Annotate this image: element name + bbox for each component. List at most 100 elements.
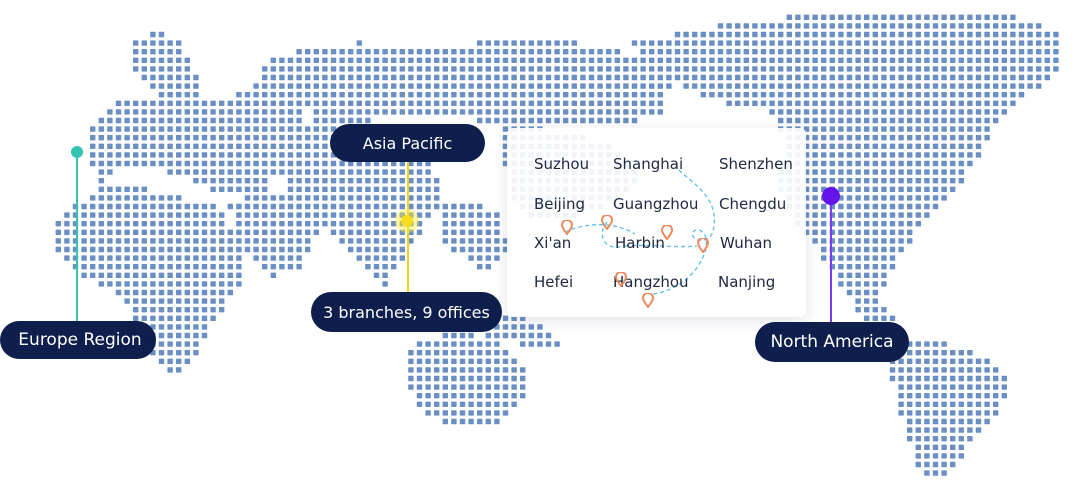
map-dot bbox=[305, 221, 311, 227]
map-dot bbox=[158, 272, 165, 278]
asia-pacific-label[interactable]: Asia Pacific bbox=[330, 124, 485, 162]
map-dot bbox=[322, 57, 328, 63]
map-dot bbox=[941, 384, 947, 390]
map-dot bbox=[709, 92, 715, 98]
map-dot bbox=[81, 255, 87, 261]
north-america-label[interactable]: North America bbox=[755, 322, 909, 362]
map-dot bbox=[829, 160, 835, 167]
map-dot bbox=[1027, 74, 1033, 81]
map-dot bbox=[141, 238, 147, 244]
map-dot bbox=[984, 74, 990, 81]
map-dot bbox=[967, 57, 973, 63]
map-dot bbox=[726, 57, 732, 63]
map-dot bbox=[743, 74, 749, 81]
map-dot bbox=[253, 109, 259, 115]
map-dot bbox=[279, 92, 285, 98]
map-dot bbox=[975, 14, 982, 20]
map-dot bbox=[477, 384, 483, 390]
map-dot bbox=[356, 212, 362, 218]
map-dot bbox=[571, 66, 577, 72]
map-dot bbox=[451, 100, 457, 106]
map-dot bbox=[141, 229, 147, 235]
map-dot bbox=[253, 100, 259, 106]
map-dot bbox=[898, 74, 904, 81]
map-dot bbox=[348, 100, 354, 106]
map-dot bbox=[614, 100, 620, 106]
map-dot bbox=[150, 229, 156, 235]
map-dot bbox=[176, 289, 182, 296]
map-dot bbox=[399, 109, 405, 115]
map-dot bbox=[872, 238, 878, 244]
map-dot bbox=[494, 358, 500, 364]
map-dot bbox=[262, 126, 268, 132]
map-dot bbox=[313, 49, 319, 55]
map-dot bbox=[348, 178, 354, 184]
map-dot bbox=[692, 83, 698, 89]
map-dot bbox=[158, 264, 165, 270]
map-dot bbox=[485, 117, 491, 124]
map-dot bbox=[984, 375, 990, 382]
map-dot bbox=[270, 100, 276, 106]
map-dot bbox=[201, 298, 208, 304]
map-dot bbox=[210, 203, 216, 210]
map-dot bbox=[864, 281, 870, 287]
map-dot bbox=[571, 117, 577, 124]
map-dot bbox=[778, 40, 784, 46]
map-dot bbox=[623, 57, 629, 63]
map-dot bbox=[941, 393, 947, 399]
map-dot bbox=[520, 74, 526, 81]
map-dot bbox=[287, 195, 294, 201]
city-shanghai: Shanghai bbox=[613, 155, 684, 173]
map-dot bbox=[399, 246, 405, 253]
map-dot bbox=[425, 367, 431, 373]
map-dot bbox=[1018, 23, 1025, 29]
europe-region-label[interactable]: Europe Region bbox=[0, 321, 156, 359]
map-dot bbox=[881, 143, 887, 149]
map-dot bbox=[244, 186, 251, 192]
map-dot bbox=[176, 229, 182, 235]
map-dot bbox=[726, 100, 732, 106]
map-dot bbox=[210, 272, 216, 278]
map-dot bbox=[975, 40, 982, 46]
map-dot bbox=[115, 109, 122, 115]
map-dot bbox=[107, 109, 113, 115]
city-nanjing: Nanjing bbox=[718, 273, 776, 291]
map-dot bbox=[330, 203, 337, 210]
map-dot bbox=[795, 66, 801, 72]
map-dot bbox=[1001, 384, 1007, 390]
map-dot bbox=[889, 31, 896, 38]
map-dot bbox=[468, 367, 474, 373]
map-dot bbox=[468, 410, 474, 416]
map-dot bbox=[442, 418, 448, 425]
map-dot bbox=[950, 169, 956, 175]
map-dot bbox=[210, 186, 216, 192]
map-dot bbox=[554, 109, 560, 115]
map-dot bbox=[485, 367, 491, 373]
map-dot bbox=[167, 238, 173, 244]
map-dot bbox=[459, 229, 466, 235]
map-dot bbox=[477, 358, 483, 364]
map-dot bbox=[975, 100, 982, 106]
map-dot bbox=[795, 109, 801, 115]
map-dot bbox=[614, 74, 620, 81]
map-dot bbox=[726, 74, 732, 81]
map-dot bbox=[176, 272, 182, 278]
map-dot bbox=[184, 203, 190, 210]
map-dot bbox=[442, 74, 448, 81]
map-dot bbox=[631, 92, 638, 98]
map-dot bbox=[133, 143, 139, 149]
map-dot bbox=[528, 74, 534, 81]
map-dot bbox=[133, 160, 139, 167]
map-dot bbox=[262, 152, 268, 158]
map-dot bbox=[201, 229, 208, 235]
map-dot bbox=[545, 117, 552, 124]
map-dot bbox=[107, 152, 113, 158]
map-dot bbox=[640, 40, 646, 46]
map-dot bbox=[176, 358, 182, 364]
map-dot bbox=[958, 436, 964, 442]
map-dot bbox=[382, 160, 388, 167]
map-dot bbox=[124, 195, 130, 201]
map-dot bbox=[193, 229, 199, 235]
map-dot bbox=[915, 100, 921, 106]
map-dot bbox=[915, 23, 921, 29]
